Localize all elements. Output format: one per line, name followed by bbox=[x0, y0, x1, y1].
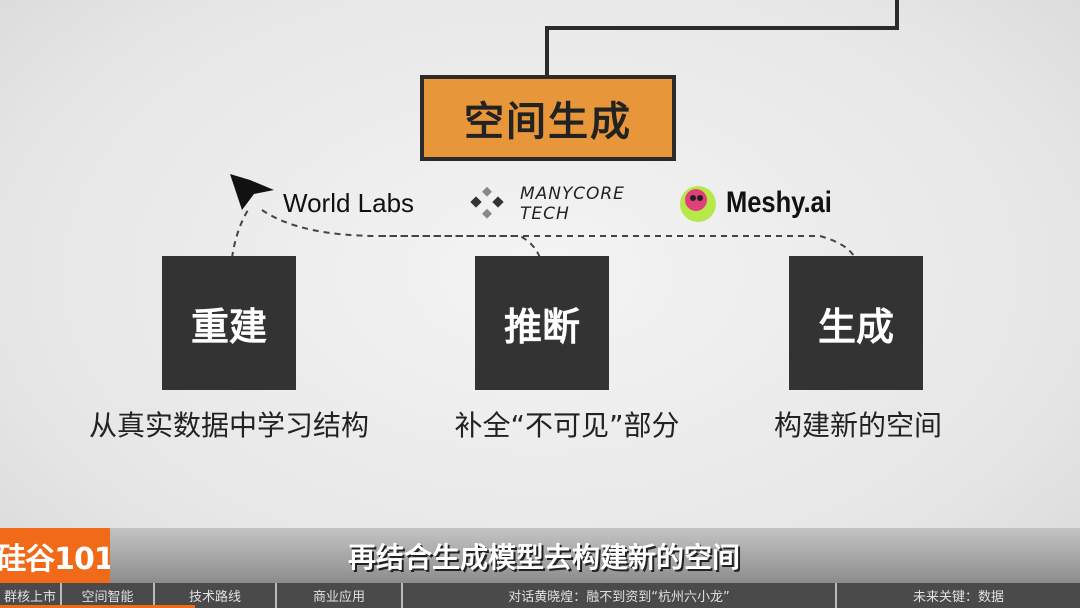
brand-logo: 硅谷101 bbox=[0, 528, 110, 583]
worldlabs-logo: World Labs bbox=[283, 188, 415, 218]
nav-item-tech-route[interactable]: 技术路线 bbox=[155, 583, 277, 608]
section-title: 空间生成 bbox=[420, 75, 676, 161]
subtitle-text: 再结合生成模型去构建新的空间 bbox=[347, 540, 740, 574]
nav-item-ipo[interactable]: 群核上市 bbox=[0, 583, 62, 608]
manycore-line1: MANYCORE bbox=[520, 184, 625, 204]
connector-lines bbox=[231, 0, 899, 259]
chapter-nav: 群核上市 空间智能 技术路线 商业应用 对话黄晓煌：融不到资到“杭州六小龙” 未… bbox=[0, 583, 1080, 608]
card-desc-generate: 构建新的空间 bbox=[773, 409, 942, 442]
card-generate: 生成 bbox=[789, 256, 923, 390]
manycore-line2: TECH bbox=[520, 204, 570, 224]
nav-item-business[interactable]: 商业应用 bbox=[277, 583, 403, 608]
worldlabs-logo-icon bbox=[230, 174, 274, 210]
card-infer: 推断 bbox=[475, 256, 609, 390]
meshy-logo-icon bbox=[680, 186, 716, 222]
nav-progress-indicator bbox=[0, 605, 195, 608]
meshy-logo: Meshy.ai bbox=[726, 186, 832, 219]
nav-item-interview[interactable]: 对话黄晓煌：融不到资到“杭州六小龙” bbox=[403, 583, 837, 608]
card-desc-reconstruct: 从真实数据中学习结构 bbox=[88, 409, 369, 442]
card-reconstruct: 重建 bbox=[162, 256, 296, 390]
subtitle-bar bbox=[0, 528, 1080, 583]
card-desc-infer: 补全“不可见”部分 bbox=[454, 409, 680, 442]
manycore-logo-icon bbox=[470, 186, 504, 219]
nav-item-spatial-intelligence[interactable]: 空间智能 bbox=[62, 583, 155, 608]
nav-item-future[interactable]: 未来关键：数据 bbox=[912, 590, 1004, 605]
